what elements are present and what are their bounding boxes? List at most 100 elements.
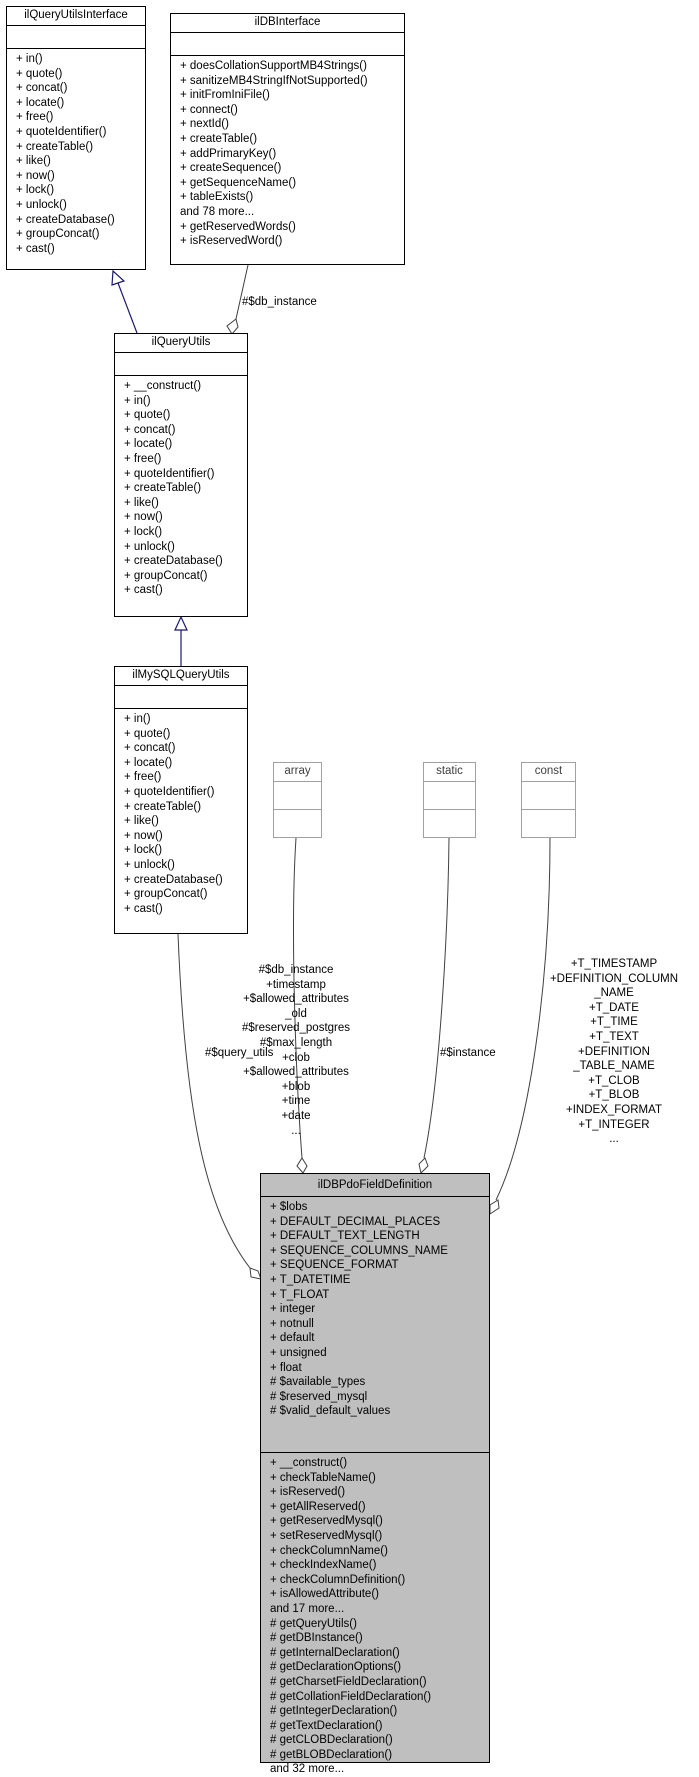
composition-edge-dbinterface: [235, 264, 249, 320]
method-item: + like(): [124, 815, 159, 828]
class-box-ildbpdofielddefinition[interactable]: ilDBPdoFieldDefinition + $lobs+ DEFAULT_…: [260, 1173, 490, 1775]
method-item: + createTable(): [124, 482, 202, 495]
edge-label-line: #$instance: [440, 1047, 496, 1059]
edge-label-line: +date: [281, 1109, 311, 1122]
attributes-section: [424, 782, 475, 810]
method-item: + cast(): [124, 902, 163, 915]
method-item: + free(): [124, 771, 162, 784]
method-item: # getDBInstance(): [270, 1632, 363, 1645]
edge-label-line: +T_CLOB: [588, 1074, 640, 1087]
method-item: + checkColumnName(): [270, 1544, 388, 1557]
attributes-section: [274, 782, 321, 810]
method-item: + concat(): [124, 742, 176, 755]
edge-label-line: #$db_instance: [242, 296, 317, 308]
class-box-const[interactable]: const: [521, 762, 576, 838]
method-item: + lock(): [16, 184, 55, 197]
edge-label-line: +timestamp: [266, 978, 326, 991]
attribute-item: + integer: [270, 1303, 316, 1316]
edge-label-query-utils: #$query_utils: [205, 1046, 273, 1061]
inheritance-arrow-mysql-queryutils: [174, 615, 188, 631]
class-title: ilDBPdoFieldDefinition: [261, 1174, 489, 1197]
attribute-item: + T_DATETIME: [270, 1273, 351, 1286]
edge-label-line: #$reserved_postgres: [241, 1022, 351, 1035]
method-item: + lock(): [124, 525, 163, 538]
edge-label-line: _old: [285, 1007, 307, 1020]
composition-diamond-array: [296, 1157, 308, 1174]
method-item: # getInternalDeclaration(): [270, 1646, 400, 1659]
class-box-array[interactable]: array: [273, 762, 322, 838]
method-item: + tableExists(): [180, 191, 254, 204]
method-item: + unlock(): [124, 858, 175, 871]
method-item: + concat(): [16, 82, 68, 95]
class-box-ilqueryutils[interactable]: ilQueryUtils + __construct()+ in()+ quot…: [114, 333, 248, 617]
class-box-ilqueryutilsinterface[interactable]: ilQueryUtilsInterface + in()+ quote()+ c…: [6, 6, 146, 270]
method-item: + quoteIdentifier(): [124, 785, 215, 798]
class-box-static[interactable]: static: [423, 762, 476, 838]
edge-label-line: +T_TIMESTAMP: [570, 958, 658, 970]
attribute-item: # $reserved_mysql: [270, 1390, 368, 1403]
class-box-ildbinterface[interactable]: ilDBInterface + doesCollationSupportMB4S…: [170, 13, 405, 265]
class-box-ilmysqlqueryutils[interactable]: ilMySQLQueryUtils + in()+ quote()+ conca…: [114, 666, 248, 934]
method-item: + setReservedMysql(): [270, 1529, 383, 1542]
method-item: + lock(): [124, 844, 163, 857]
method-item: and 32 more...: [270, 1763, 345, 1776]
edge-label-line: +$allowed_attributes: [243, 993, 349, 1006]
method-item: + isReservedWord(): [180, 235, 283, 248]
method-item: + quote(): [16, 67, 63, 80]
method-item: + like(): [16, 155, 51, 168]
composition-diamond-queryutils: [249, 1267, 262, 1280]
attributes-section: [115, 686, 247, 709]
edge-label-const: +T_TIMESTAMP+DEFINITION_COLUMN_NAME+T_DA…: [550, 957, 678, 1147]
attribute-item: # $available_types: [270, 1376, 366, 1389]
method-item: + createTable(): [124, 800, 202, 813]
method-item: + like(): [124, 496, 159, 509]
composition-edge-queryutils: [177, 933, 251, 1269]
method-item: and 78 more...: [180, 205, 255, 218]
method-item: + initFromIniFile(): [180, 89, 270, 102]
method-item: + doesCollationSupportMB4Strings(): [180, 60, 367, 72]
method-item: + getSequenceName(): [180, 176, 297, 189]
edge-label-line: +DEFINITION_COLUMN: [549, 972, 679, 985]
method-item: + addPrimaryKey(): [180, 147, 277, 160]
method-item: + checkIndexName(): [270, 1559, 377, 1572]
edge-label-line: _NAME: [594, 987, 634, 1000]
method-item: + groupConcat(): [124, 569, 208, 582]
composition-edge-static: [423, 837, 450, 1159]
attribute-item: + $lobs: [270, 1201, 308, 1213]
method-item: and 17 more...: [270, 1602, 345, 1615]
method-item: + getReservedWords(): [180, 220, 296, 233]
attribute-item: + unsigned: [270, 1346, 327, 1359]
edge-label-line: _TABLE_NAME: [573, 1060, 655, 1073]
attribute-item: + notnull: [270, 1317, 314, 1330]
composition-diamond-static: [418, 1157, 429, 1174]
composition-diamond-const: [489, 1199, 500, 1215]
composition-edge-array: [293, 837, 303, 1159]
methods-section: + __construct()+ in()+ quote()+ concat()…: [115, 376, 247, 598]
method-item: + isReserved(): [270, 1486, 346, 1499]
method-item: + getReservedMysql(): [270, 1515, 383, 1528]
inheritance-arrow-queryutils-interface: [111, 269, 126, 286]
edge-label-line: +T_TEXT: [589, 1030, 639, 1043]
methods-section: [424, 810, 475, 838]
method-item: + cast(): [16, 242, 55, 255]
method-item: + groupConcat(): [16, 228, 100, 241]
edge-label-array: #$db_instance+timestamp+$allowed_attribu…: [242, 963, 350, 1138]
methods-section: + doesCollationSupportMB4Strings()+ sani…: [171, 56, 404, 249]
methods-section: + in()+ quote()+ concat()+ locate()+ fre…: [7, 49, 145, 256]
composition-diamond-dbinterface: [226, 318, 239, 335]
edge-label-line: #$query_utils: [205, 1047, 274, 1059]
method-item: + concat(): [124, 423, 176, 436]
method-item: + quoteIdentifier(): [16, 125, 107, 138]
method-item: + getAllReserved(): [270, 1500, 366, 1513]
method-item: + quote(): [124, 727, 171, 740]
attribute-item: + T_FLOAT: [270, 1288, 330, 1301]
class-title: ilMySQLQueryUtils: [115, 667, 247, 686]
edge-label-line: +blob: [281, 1080, 311, 1093]
class-title: static: [424, 763, 475, 782]
class-title: const: [522, 763, 575, 782]
methods-section: + in()+ quote()+ concat()+ locate()+ fre…: [115, 709, 247, 916]
method-item: + cast(): [124, 584, 163, 597]
method-item: + createDatabase(): [124, 555, 223, 568]
method-item: # getCharsetFieldDeclaration(): [270, 1675, 427, 1688]
method-item: + in(): [124, 394, 151, 407]
